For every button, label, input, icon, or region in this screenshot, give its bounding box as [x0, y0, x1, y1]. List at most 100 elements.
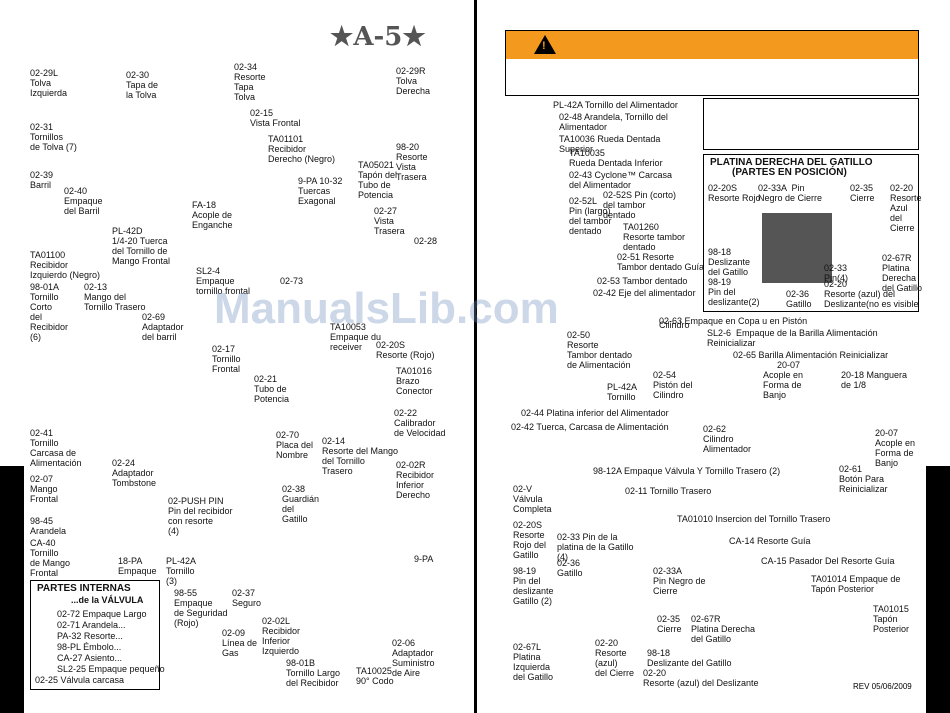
part-label-pin-largo: 02-52L Pin (largo) del tambor dentado	[569, 196, 612, 236]
part-label-guardian-gatillo: 02-38 Guardián del Gatillo	[282, 484, 320, 524]
part-label-resorte-tapa: 02-34 Resorte Tapa Tolva	[234, 62, 266, 102]
part-label-tornillo-mango: CA-40 Tornillo de Mango Frontal	[30, 538, 71, 578]
part-label-resorte-tambor: TA01260 Resorte tambor dentado	[623, 222, 686, 252]
partes-internas-item: CA-27 Asiento...	[57, 653, 123, 663]
part-label-tornillo-pl42a: PL-42A Tornillo	[607, 382, 638, 402]
part-label-vista-trasera: 02-27 Vista Trasera	[374, 206, 405, 236]
part-label-tuerca-carcasa: 02-42 Tuerca, Carcasa de Alimentación	[511, 422, 669, 432]
part-label-boton-reinicializar: 02-61 Botón Para Reinicializar	[839, 464, 888, 494]
part-label-n-0273: 02-73	[280, 276, 304, 286]
platina-box-title: PLATINA DERECHA DEL GATILLO	[710, 157, 873, 168]
part-label-empaque-tornillo: SL2-4 Empaque tornillo frontal	[196, 266, 251, 296]
part-label-platina-der: 02-67R Platina Derecha del Gatillo	[691, 614, 756, 644]
partes-internas-item: 98-PL Émbolo...	[57, 642, 122, 652]
part-label-barril: 02-39 Barril	[30, 170, 54, 190]
part-label-piston-cilindro: 02-54 Pistón del Cilindro	[653, 370, 693, 400]
part-label-arandela-alim: 02-48 Arandela, Tornillo del Alimentador	[559, 112, 668, 132]
platina-label-pb-resorte-azul-2: 02-20 Resorte (azul) del Deslizante(no e…	[824, 279, 919, 309]
part-label-recibidor-inf-izq: 02-02L Recibidor Inferior Izquierdo	[262, 616, 301, 656]
part-label-empaque-copa: 02-63 Empaque en Copa u en Pistón	[659, 316, 808, 326]
part-label-valvula-completa: 02-V Válvula Completa	[513, 484, 552, 514]
top-right-empty-box	[703, 98, 919, 150]
part-label-tolva-der: 02-29R Tolva Derecha	[396, 66, 431, 96]
platina-box-subtitle: (PARTES EN POSICIÓN)	[732, 167, 847, 178]
part-label-mango-frontal: 02-07 Mango Frontal	[30, 474, 59, 504]
part-label-tapon-posterior: TA01015 Tapón Posterior	[873, 604, 910, 634]
part-label-resorte-guia: CA-14 Resorte Guía	[729, 536, 811, 546]
part-label-empaque-18pa: 18-PA Empaque	[118, 556, 157, 576]
right-manual-page: ! PLATINA DERECHA DEL GATILLO (PARTES EN…	[477, 0, 950, 713]
part-label-tapa-tolva: 02-30 Tapa de la Tolva	[126, 70, 159, 100]
part-label-tornillo-frontal: 02-17 Tornillo Frontal	[212, 344, 241, 374]
part-label-platina-inferior: 02-44 Platina inferior del Alimentador	[521, 408, 669, 418]
platina-label-pb-resorte-rojo: 02-20S Resorte Rojo	[708, 183, 761, 203]
part-label-adaptador-barril: 02-69 Adaptador del barril	[142, 312, 184, 342]
part-label-pin-negro-cierre: 02-33A Pin Negro de Cierre	[653, 566, 706, 596]
part-label-recibidor-der: TA01101 Recibidor Derecho (Negro)	[268, 134, 336, 164]
part-label-acople-banjo: Acople en Forma de Banjo	[763, 370, 804, 400]
part-label-tornillo-largo: 98-01B Tornillo Largo del Recibidor	[286, 658, 341, 688]
platina-label-pb-pin-4: 02-33 Pin(4)	[824, 263, 849, 283]
part-label-tornillo-corto: 98-01A Tornillo Corto del Recibidor (6)	[30, 282, 69, 342]
part-label-linea-gas: 02-09 Línea de Gas	[222, 628, 258, 658]
part-label-acople-enganche: FA-18 Acople de Enganche	[192, 200, 233, 230]
part-label-tambor-guia: 02-51 Resorte Tambor dentado Guía	[617, 252, 705, 272]
warning-triangle-icon	[534, 35, 556, 54]
part-label-insercion-tornillo: TA01010 Insercion del Tornillo Trasero	[677, 514, 831, 524]
part-label-gatillo-036: 02-36 Gatillo	[557, 558, 583, 578]
part-label-tuerca-tornillo: PL-42D 1/4-20 Tuerca del Tornillo de Man…	[112, 226, 171, 266]
warning-header: !	[506, 31, 918, 59]
manualslib-watermark: ManualsLib.com	[214, 284, 559, 333]
part-label-pin-deslizante: 98-19 Pin del deslizante Gatillo (2)	[513, 566, 554, 606]
part-label-vista-frontal: 02-15 Vista Frontal	[250, 108, 301, 128]
part-label-placa-nombre: 02-70 Placa del Nombre	[276, 430, 314, 460]
part-label-empaque-receiver: TA10053 Empaque du receiver	[330, 322, 382, 352]
part-label-empaque-tapon: TA01014 Empaque de Tapón Posterior	[811, 574, 901, 594]
left-edge-black-tab	[0, 466, 24, 713]
right-edge-black-tab	[926, 466, 950, 713]
platina-label-pb-cierre: 02-35 Cierre	[850, 183, 875, 203]
part-label-resorte-mango: 02-14 Resorte del Mango del Tornillo Tra…	[322, 436, 399, 476]
part-label-empaque-barilla: SL2-6 Empaque de la Barilla Alimentación…	[707, 328, 878, 348]
part-label-tuercas-exag: 9-PA 10-32 Tuercas Exagonal	[298, 176, 343, 206]
partes-internas-subtitle: ...de la VÁLVULA	[71, 595, 144, 605]
part-label-push-pin: 02-PUSH PIN Pin del recibidor con resort…	[168, 496, 233, 536]
partes-internas-item: SL2-25 Empaque pequeño	[57, 664, 165, 674]
part-label-acople-banjo-2: 20-07 Acople en Forma de Banjo	[875, 428, 916, 468]
part-label-resorte-tambor-alim: 02-50 Resorte Tambor dentado de Alimenta…	[567, 330, 633, 370]
part-label-manguera: 20-18 Manguera de 1/8	[841, 370, 908, 390]
part-label-resorte-azul-cierre: 02-20 Resorte (azul) del Cierre	[595, 638, 635, 678]
part-label-n-2007a: 20-07	[777, 360, 801, 370]
part-label-tubo-potencia: 02-21 Tubo de Potencia	[254, 374, 290, 404]
platina-label-pb-deslizante: 98-18 Deslizante del Gatillo	[708, 247, 751, 277]
part-label-tolva-izq: 02-29L Tolva Izquierda	[30, 68, 68, 98]
part-label-pasador-guia: CA-15 Pasador Del Resorte Guía	[761, 556, 895, 566]
partes-internas-item: 02-25 Válvula carcasa	[35, 675, 125, 685]
part-label-calibrador: 02-22 Calibrador de Velocidad	[394, 408, 446, 438]
part-label-empaque-barril: 02-40 Empaque del Barril	[64, 186, 103, 216]
part-label-adaptador-tombstone: 02-24 Adaptador Tombstone	[112, 458, 157, 488]
trigger-assembly-image	[762, 213, 832, 283]
part-label-resorte-azul-desliz: 02-20 Resorte (azul) del Deslizante	[643, 668, 759, 688]
part-label-tornillo-alim: PL-42A Tornillo del Alimentador	[553, 100, 678, 110]
part-label-seguro: 02-37 Seguro	[232, 588, 262, 608]
part-label-brazo-conector: TA01016 Brazo Conector	[396, 366, 433, 396]
part-label-adaptador-aire: 02-06 Adaptador Suministro de Aire	[392, 638, 435, 678]
partes-internas-item: 02-72 Empaque Largo	[57, 609, 147, 619]
platina-label-pb-resorte-azul: 02-20 Resorte Azul del Cierre	[890, 183, 922, 233]
platina-derecha-box: PLATINA DERECHA DEL GATILLO (PARTES EN P…	[703, 154, 922, 312]
revision-date: REV 05/06/2009	[853, 682, 912, 691]
part-label-resorte-rojo: 02-20S Resorte (Rojo)	[376, 340, 435, 360]
partes-internas-item: PA-32 Resorte...	[57, 631, 123, 641]
part-label-tornillo-3: PL-42A Tornillo (3)	[166, 556, 197, 586]
platina-label-pb-gatillo: 02-36 Gatillo	[786, 289, 812, 309]
partes-internas-title: PARTES INTERNAS	[37, 583, 131, 594]
part-label-empaque-valvula: 98-12A Empaque Válvula Y Tornillo Traser…	[593, 466, 781, 476]
part-label-rueda-inferior: TA10035 Rueda Dentada Inferior	[569, 148, 663, 168]
part-label-empaque-seguridad: 98-55 Empaque de Seguridad (Rojo)	[174, 588, 228, 628]
part-label-platina-izq: 02-67L Platina Izquierda del Gatillo	[513, 642, 554, 682]
part-label-barilla-alim: 02-65 Barilla Alimentación Reinicializar	[733, 350, 889, 360]
part-label-tornillo-carcasa: 02-41 Tornillo Carcasa de Alimentación	[30, 428, 82, 468]
part-label-rueda-superior: TA10036 Rueda Dentada Superior	[559, 134, 661, 154]
